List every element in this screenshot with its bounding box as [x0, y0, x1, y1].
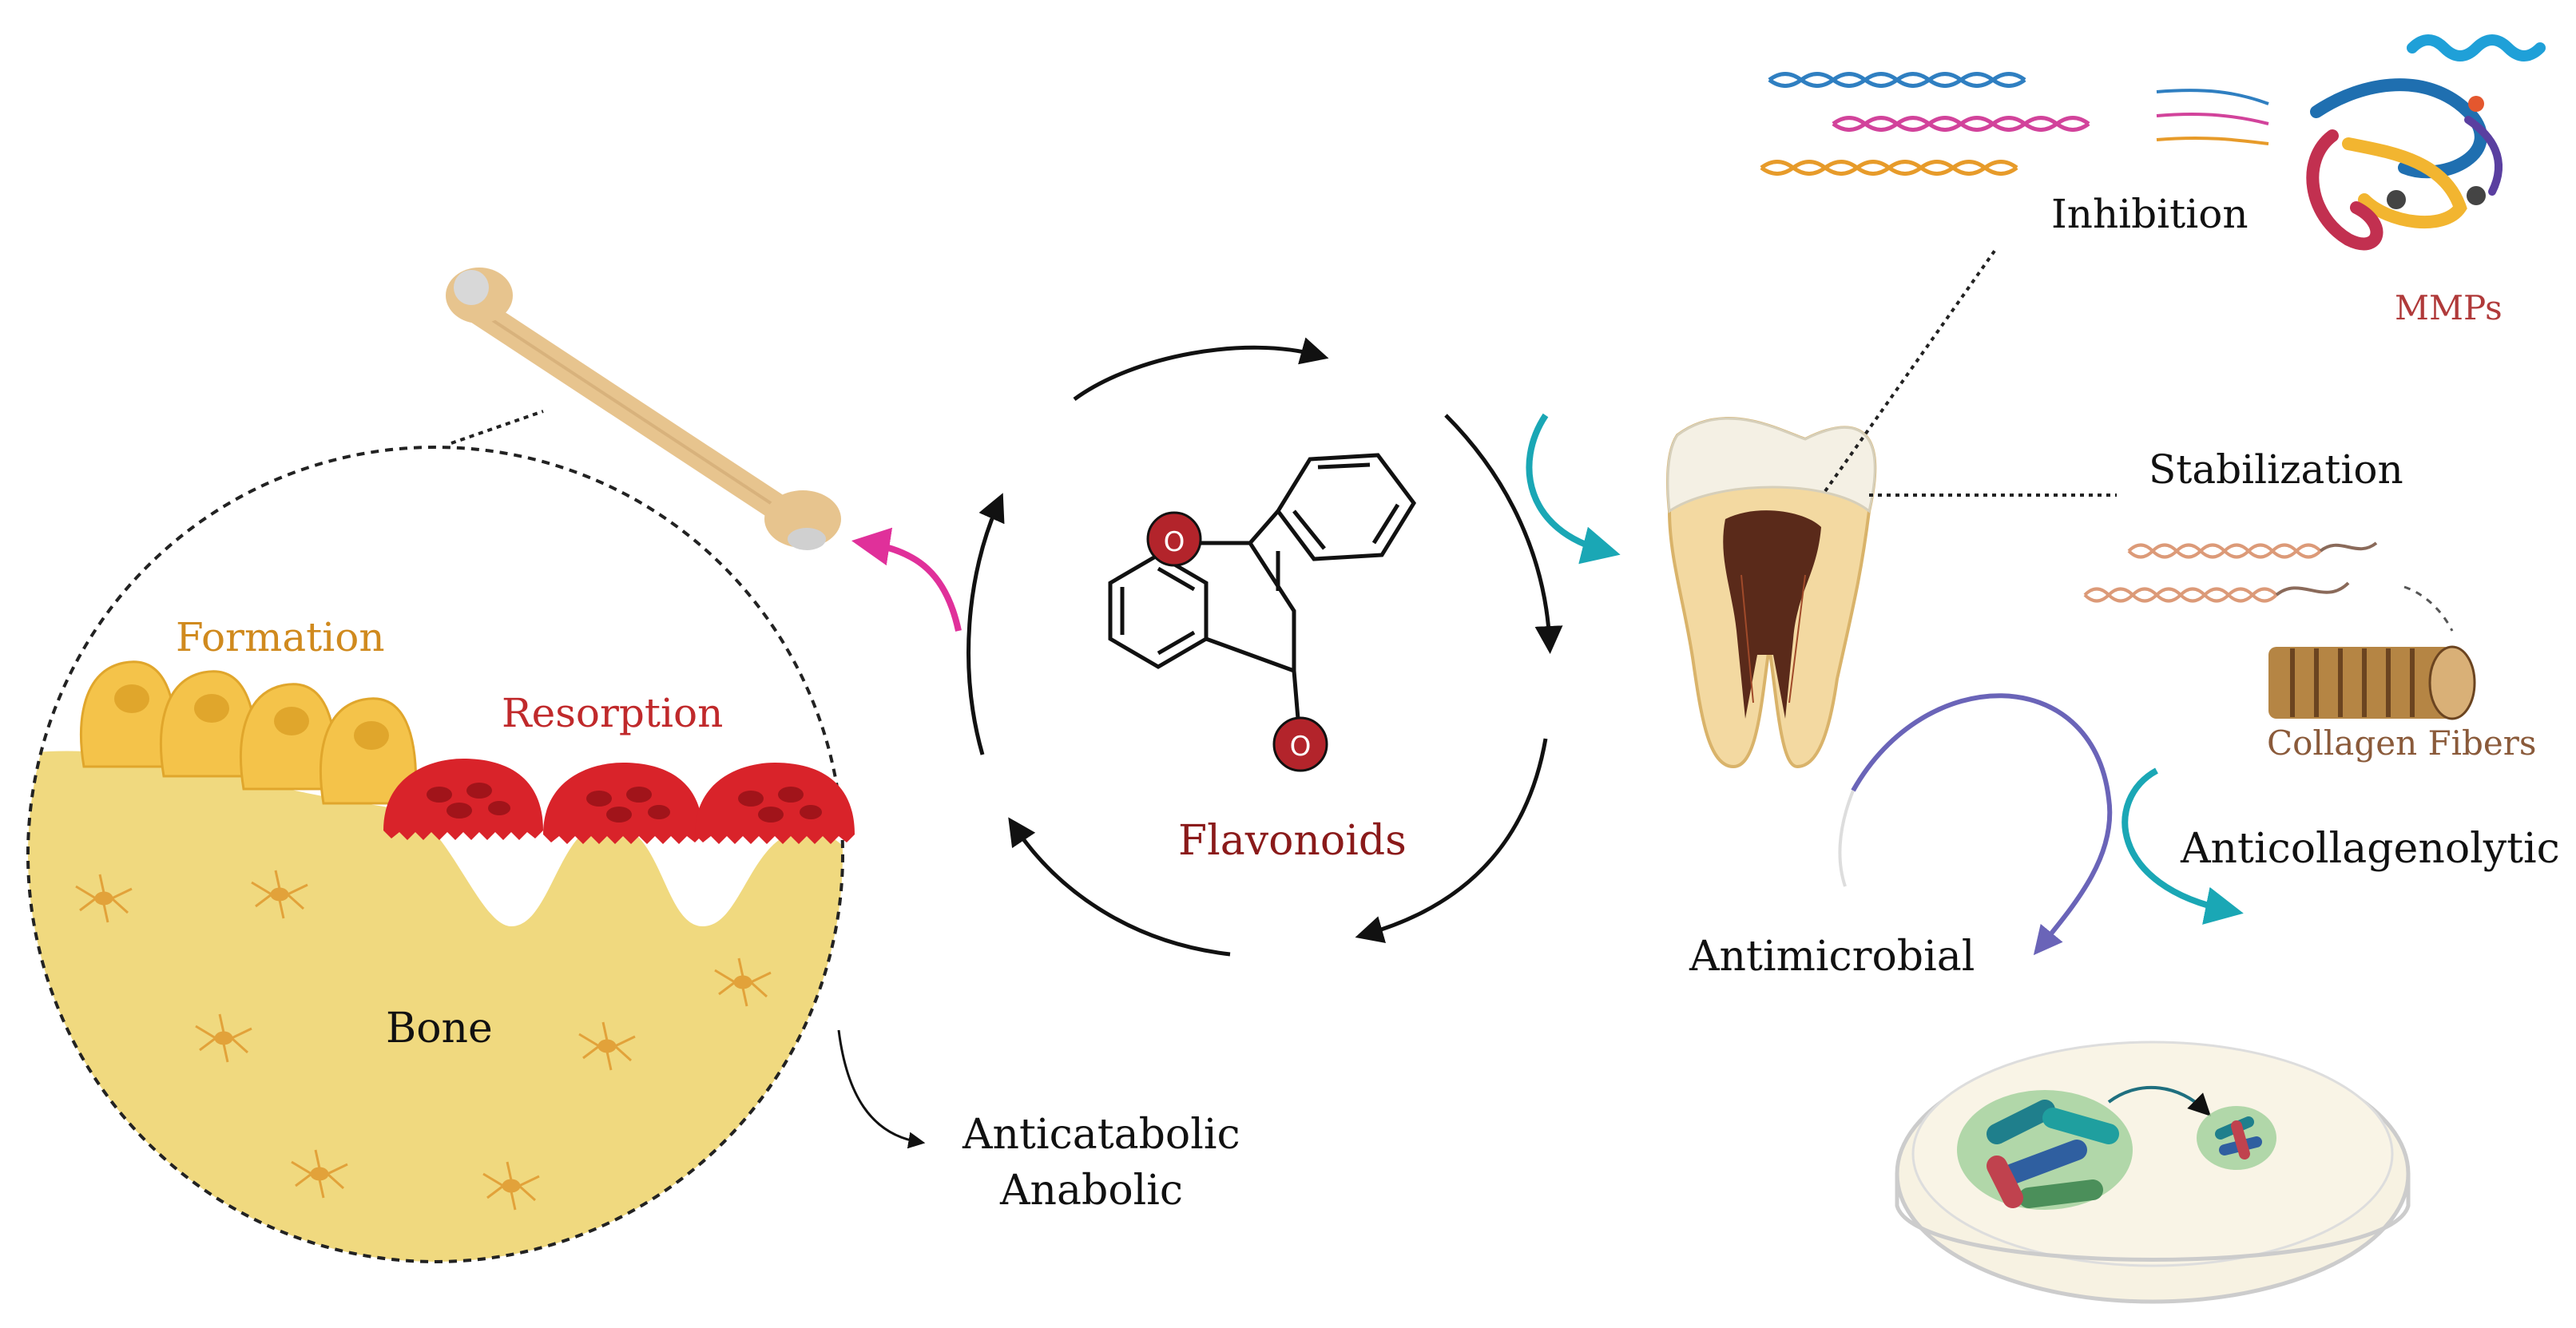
- osteoblast-cells: [80, 660, 418, 805]
- collagen-fibers-label: Collagen Fibers: [2267, 723, 2536, 763]
- anabolic-label: Anabolic: [999, 1167, 1183, 1215]
- anticatabolic-arrow: [837, 1029, 926, 1149]
- collagen-fiber-bundle-icon: [2268, 645, 2476, 720]
- inhibition-label: Inhibition: [2051, 191, 2249, 237]
- ring-oxygen-atom: [1146, 511, 1202, 567]
- anticatabolic-label: Anticatabolic: [962, 1111, 1240, 1159]
- carbonyl-oxygen-label: O: [1290, 731, 1312, 763]
- bone-tissue-panel: Formation Resorption Bone: [26, 446, 855, 1263]
- expression-arrows: [2156, 89, 2269, 145]
- osteoclast-cells: [383, 759, 855, 844]
- flavonoid-cycle-arrows: [966, 337, 1563, 957]
- collagen-strands-icon: [2083, 541, 2378, 603]
- tooth-icon: [1666, 417, 1877, 769]
- ring-oxygen-label: O: [1164, 526, 1185, 558]
- petri-dish-icon: [1895, 1041, 2411, 1304]
- collagen-leader-line: [2403, 585, 2454, 632]
- antimicrobial-arrow: [1851, 693, 2113, 956]
- inhibition-leader-line: [1824, 246, 1998, 493]
- mmp-protein-icon: [2306, 34, 2546, 251]
- bone-matrix: [28, 751, 843, 1262]
- bone-effect-arrow: [851, 527, 962, 632]
- femur-leader-line: [451, 410, 544, 445]
- femur-bone-icon: [446, 268, 841, 550]
- gene-strands-icon: [1760, 72, 2090, 176]
- anticollagenolytic-label: Anticollagenolytic: [2180, 825, 2560, 873]
- bone-label: Bone: [386, 1005, 493, 1052]
- antimicrobial-label: Antimicrobial: [1689, 933, 1975, 981]
- stabilization-label: Stabilization: [2149, 446, 2403, 493]
- resorption-label: Resorption: [502, 690, 723, 736]
- formation-label: Formation: [176, 614, 385, 660]
- osteocytes: [75, 870, 772, 1211]
- mmps-label: MMPs: [2395, 288, 2503, 327]
- zoom-circle-outline: [26, 446, 844, 1263]
- anticollagenolytic-arrow: [2122, 767, 2244, 925]
- flavone-structure: [1108, 453, 1417, 719]
- carbonyl-oxygen-atom: [1272, 716, 1328, 772]
- flavonoids-label: Flavonoids: [1178, 817, 1407, 865]
- tooth-effect-arrow: [1526, 413, 1621, 565]
